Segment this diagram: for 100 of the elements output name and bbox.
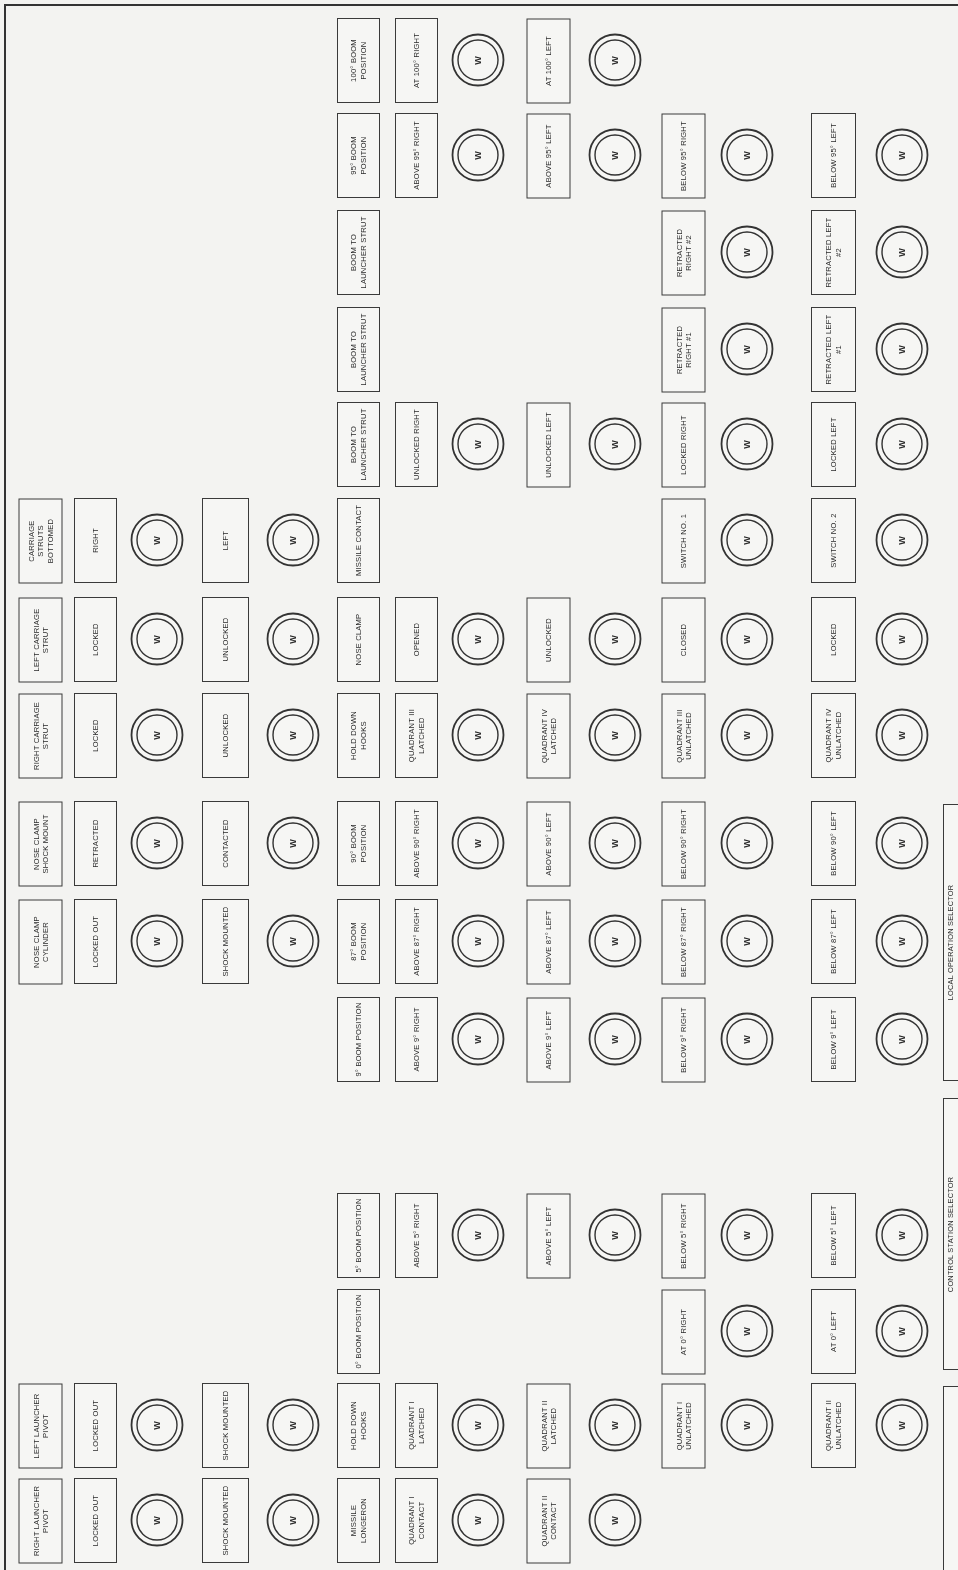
lamp-letter: W [741, 150, 753, 160]
indicator-lamp [130, 513, 184, 567]
lamp-letter: W [609, 1034, 621, 1044]
lamp-letter: W [741, 1230, 753, 1240]
lamp-letter: W [609, 634, 621, 644]
indicator-lamp [451, 816, 505, 870]
lamp-letter: W [741, 838, 753, 848]
lamp-letter: W [287, 1420, 299, 1430]
lamp-letter: W [472, 936, 484, 946]
selector-panel [943, 1386, 958, 1570]
indicator-lamp [875, 225, 929, 279]
indicator-lamp [588, 417, 642, 471]
lamp-letter: W [151, 634, 163, 644]
lamp-letter: W [472, 1230, 484, 1240]
indicator-lamp [451, 914, 505, 968]
indicator-lamp [588, 1012, 642, 1066]
lamp-letter: W [741, 247, 753, 257]
lamp-letter: W [287, 535, 299, 545]
indicator-lamp [875, 417, 929, 471]
indicator-lamp [720, 1398, 774, 1452]
indicator-lamp [875, 914, 929, 968]
indicator-lamp [588, 128, 642, 182]
lamp-letter: W [896, 838, 908, 848]
indicator-lamp [266, 1493, 320, 1547]
lamp-letter: W [609, 1230, 621, 1240]
indicator-lamp [130, 1493, 184, 1547]
indicator-lamp [875, 612, 929, 666]
lamp-letter: W [896, 150, 908, 160]
indicator-lamp [875, 322, 929, 376]
indicator-lamp [720, 128, 774, 182]
lamp-letter: W [287, 634, 299, 644]
indicator-lamp [720, 914, 774, 968]
indicator-lamp [720, 513, 774, 567]
indicator-lamp [130, 1398, 184, 1452]
indicator-lamp [720, 1304, 774, 1358]
indicator-lamp [720, 1012, 774, 1066]
indicator-lamp [451, 612, 505, 666]
indicator-lamp [875, 1398, 929, 1452]
indicator-lamp [130, 816, 184, 870]
lamp-letter: W [472, 55, 484, 65]
lamp-letter: W [609, 150, 621, 160]
lamp-letter: W [896, 344, 908, 354]
indicator-lamp [720, 708, 774, 762]
lamp-letter: W [741, 1420, 753, 1430]
indicator-lamp [130, 708, 184, 762]
lamp-letter: W [896, 634, 908, 644]
indicator-lamp [451, 1493, 505, 1547]
lamp-letter: W [151, 936, 163, 946]
lamp-letter: W [741, 1326, 753, 1336]
lamp-letter: W [896, 439, 908, 449]
lamp-letter: W [151, 1420, 163, 1430]
lamp-letter: W [472, 730, 484, 740]
lamp-letter: W [472, 1515, 484, 1525]
indicator-lamp [875, 1304, 929, 1358]
lamp-letter: W [151, 535, 163, 545]
selector-panel [943, 804, 958, 1081]
indicator-lamp [266, 708, 320, 762]
indicator-lamp [588, 914, 642, 968]
lamp-letter: W [741, 439, 753, 449]
lamp-letter: W [609, 55, 621, 65]
lamp-letter: W [896, 1420, 908, 1430]
lamp-letter: W [896, 1230, 908, 1240]
selector-panel [943, 1098, 958, 1370]
lamp-letter: W [741, 344, 753, 354]
indicator-lamp [451, 33, 505, 87]
indicator-lamp [875, 513, 929, 567]
indicator-lamp [720, 225, 774, 279]
lamp-letter: W [472, 439, 484, 449]
lamp-letter: W [151, 1515, 163, 1525]
indicator-lamp [588, 1208, 642, 1262]
lamp-letter: W [896, 1034, 908, 1044]
indicator-lamp [720, 612, 774, 666]
lamp-letter: W [741, 730, 753, 740]
lamp-letter: W [287, 936, 299, 946]
lamp-letter: W [609, 439, 621, 449]
indicator-lamp [266, 513, 320, 567]
lamp-letter: W [896, 247, 908, 257]
lamp-letter: W [472, 1420, 484, 1430]
indicator-lamp [451, 1012, 505, 1066]
indicator-lamp [266, 816, 320, 870]
lamp-letter: W [472, 1034, 484, 1044]
indicator-lamp [720, 417, 774, 471]
lamp-letter: W [472, 150, 484, 160]
lamp-letter: W [609, 936, 621, 946]
lamp-letter: W [287, 838, 299, 848]
lamp-letter: W [896, 730, 908, 740]
indicator-lamp [588, 1493, 642, 1547]
indicator-lamp [266, 914, 320, 968]
lamp-letter: W [287, 1515, 299, 1525]
lamp-letter: W [151, 838, 163, 848]
indicator-lamp [588, 708, 642, 762]
lamp-letter: W [609, 730, 621, 740]
indicator-lamp [130, 914, 184, 968]
indicator-lamp [451, 1208, 505, 1262]
indicator-lamp [130, 612, 184, 666]
indicator-lamp [451, 417, 505, 471]
indicator-lamp [266, 612, 320, 666]
indicator-lamp [588, 816, 642, 870]
indicator-lamp [588, 1398, 642, 1452]
lamp-letter: W [472, 838, 484, 848]
